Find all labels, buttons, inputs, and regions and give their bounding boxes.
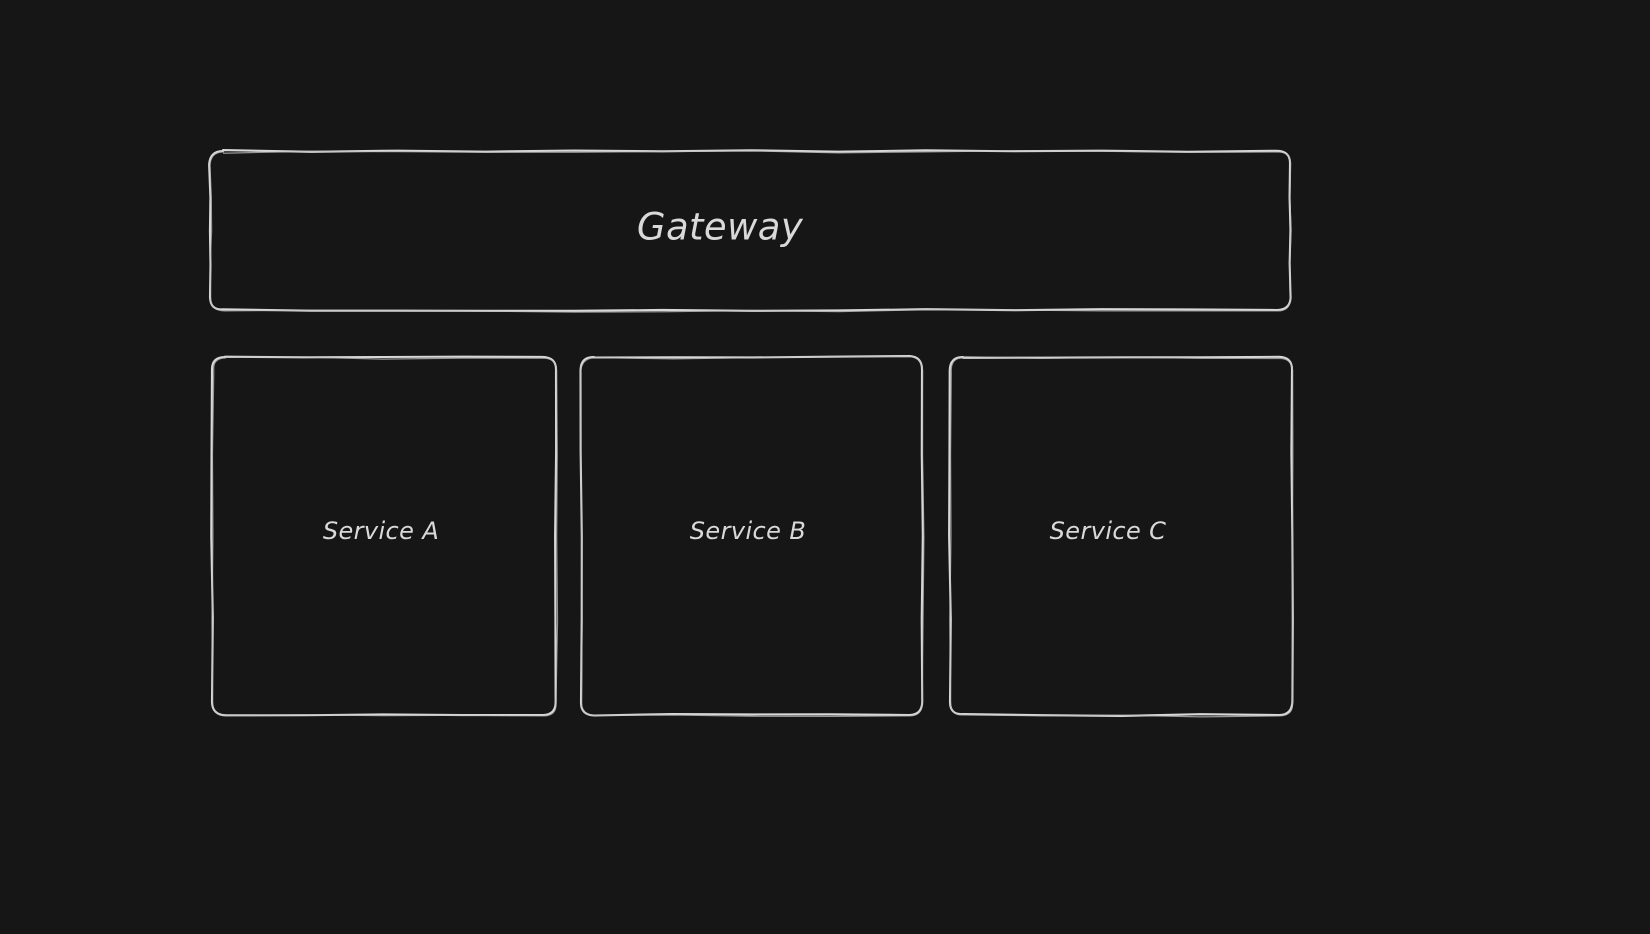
node-service-b-label: Service B (690, 517, 806, 545)
node-service-c-border-echo (949, 356, 1294, 718)
node-service-a[interactable]: Service A (210, 355, 559, 717)
node-gateway-border-echo (209, 150, 1292, 313)
node-service-c-label: Service C (1050, 517, 1167, 545)
node-service-a-fill (212, 357, 556, 715)
node-gateway[interactable]: Gateway (208, 149, 1292, 313)
node-service-a-label: Service A (323, 517, 439, 545)
node-gateway-fill (210, 151, 1290, 310)
node-service-c[interactable]: Service C (948, 355, 1294, 718)
node-service-b-border-echo (580, 355, 925, 717)
node-service-a-border-echo (211, 356, 559, 717)
node-gateway-label: Gateway (637, 206, 804, 249)
node-service-b[interactable]: Service B (579, 355, 925, 717)
node-service-b-fill (581, 357, 922, 715)
node-service-c-fill (950, 357, 1292, 715)
node-service-c-border (948, 355, 1294, 717)
node-gateway-border (208, 149, 1292, 312)
